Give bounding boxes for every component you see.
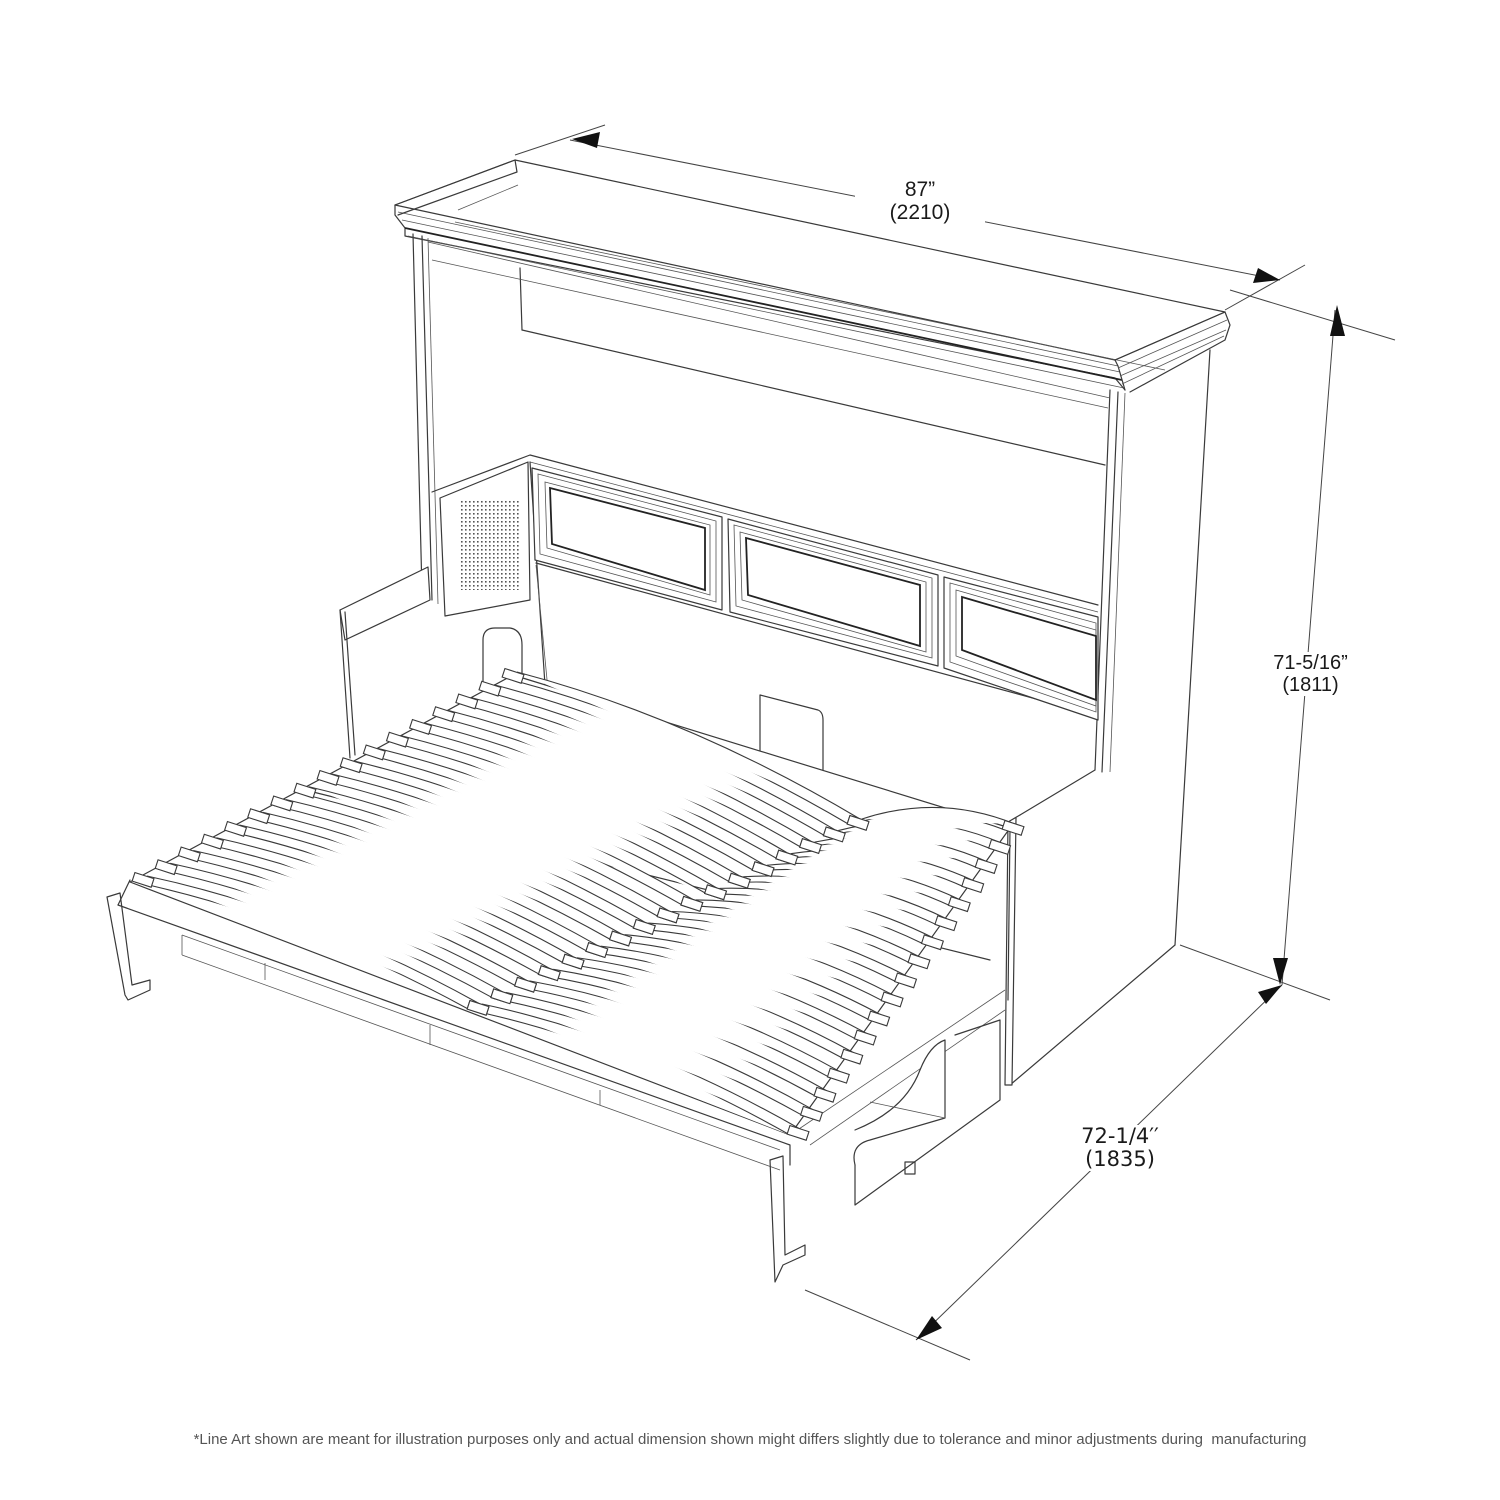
arrow-icon xyxy=(572,132,600,148)
slat-holder xyxy=(131,871,155,888)
slat-holder xyxy=(880,991,904,1008)
slat-holder xyxy=(247,808,271,825)
slat-holder xyxy=(513,976,538,993)
slat-holder xyxy=(385,731,410,748)
slat-holder xyxy=(799,1105,824,1122)
width-imperial: 87” xyxy=(904,178,936,201)
slat-holder xyxy=(961,877,985,894)
headboard-panel-2 xyxy=(727,518,939,667)
slat-holder xyxy=(786,1124,810,1141)
slat-holder xyxy=(907,953,931,970)
arrow-icon xyxy=(1330,305,1345,336)
dimension-lines xyxy=(514,124,1396,1361)
bed-slats xyxy=(131,667,1025,1141)
slat-holder xyxy=(293,782,317,799)
slat-holder xyxy=(656,907,680,924)
slat-holder xyxy=(154,859,178,876)
slat-holder xyxy=(893,972,918,989)
slat-holder xyxy=(537,965,561,982)
slat-holder xyxy=(455,693,479,710)
slat-holder xyxy=(853,1029,877,1046)
slat-holder xyxy=(813,1086,837,1103)
slat-holder xyxy=(751,861,775,878)
height-dimension-line xyxy=(1281,309,1336,986)
slat-holder xyxy=(988,838,1012,856)
slat-holder xyxy=(703,884,728,901)
slat-holder xyxy=(223,820,248,837)
slat-holder xyxy=(466,999,490,1016)
depth-imperial: 72-1/4′′ xyxy=(1081,1124,1159,1148)
slat-holder xyxy=(408,718,433,735)
headboard-panels xyxy=(531,467,1099,721)
slat-holder xyxy=(608,930,633,947)
slat-holder xyxy=(339,757,363,774)
drawer-handle xyxy=(904,1161,916,1175)
disclaimer-footnote: *Line Art shown are meant for illustrati… xyxy=(193,1431,1307,1448)
cabinet xyxy=(394,159,1231,1086)
slat-holder xyxy=(200,833,225,850)
slat-holder xyxy=(822,826,846,843)
slat-holder xyxy=(867,1010,891,1027)
slat-holder xyxy=(632,918,656,936)
storage-drawer xyxy=(853,1039,946,1166)
slat-holder xyxy=(934,915,958,932)
slat-holder xyxy=(316,769,340,786)
slat-holder xyxy=(501,667,525,684)
slat-holder xyxy=(432,706,456,723)
arrow-icon xyxy=(1253,268,1280,283)
height-metric: (1811) xyxy=(1282,674,1339,696)
width-dimension-label: 87” (2210) xyxy=(855,178,985,225)
slat-holder xyxy=(561,953,585,970)
vent-perforation-grid xyxy=(460,500,520,590)
arrow-icon xyxy=(1273,958,1288,985)
height-dimension-label: 71-5/16” (1811) xyxy=(1243,652,1378,696)
slat-holder xyxy=(177,846,201,863)
depth-dimension-label: 72-1/4′′ (1835) xyxy=(1055,1124,1185,1172)
slat-holder xyxy=(775,849,799,866)
slat-holder xyxy=(920,934,945,951)
headboard-panel-1 xyxy=(531,467,723,611)
depth-metric: (1835) xyxy=(1085,1147,1155,1172)
slat-holder xyxy=(798,837,823,855)
slat-holder xyxy=(727,872,751,889)
height-imperial: 71-5/16” xyxy=(1273,652,1348,674)
slat-holder xyxy=(362,744,386,761)
left-side-panel xyxy=(339,566,824,771)
width-metric: (2210) xyxy=(889,201,951,225)
slat-holder xyxy=(478,680,502,697)
arrow-icon xyxy=(1258,985,1282,1004)
slat-holder xyxy=(947,896,971,913)
slat-holder xyxy=(826,1067,850,1084)
slat-holder xyxy=(585,942,609,959)
slat-holder xyxy=(490,988,514,1005)
slat-holder xyxy=(1001,819,1025,836)
slat-holder xyxy=(840,1048,864,1065)
slat-holder xyxy=(846,814,870,831)
slat-holder xyxy=(974,857,998,875)
arrow-icon xyxy=(916,1316,942,1340)
slat-holder xyxy=(680,895,704,912)
slat-holder xyxy=(270,795,294,812)
